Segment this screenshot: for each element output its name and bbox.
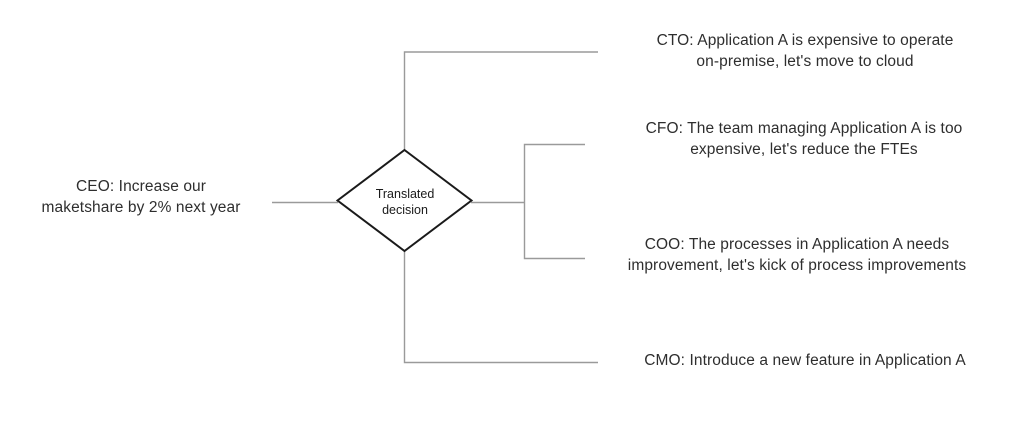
connector-trunk-to-coo <box>523 202 585 260</box>
connector-decision-to-cto <box>403 51 598 151</box>
connector-decision-to-cmo <box>403 250 598 364</box>
node-label-cto: CTO: Application A is expensive to opera… <box>656 32 954 70</box>
decision-diamond-label: Translated decision <box>375 187 435 217</box>
node-label-ceo: CEO: Increase our maketshare by 2% next … <box>41 178 241 216</box>
node-label-cmo: CMO: Introduce a new feature in Applicat… <box>644 352 966 369</box>
decision-diamond-shape[interactable] <box>335 148 474 253</box>
node-label-coo: COO: The processes in Application A need… <box>627 236 967 274</box>
connector-trunk-to-cfo <box>523 143 585 203</box>
node-label-cfo: CFO: The team managing Application A is … <box>645 120 963 158</box>
